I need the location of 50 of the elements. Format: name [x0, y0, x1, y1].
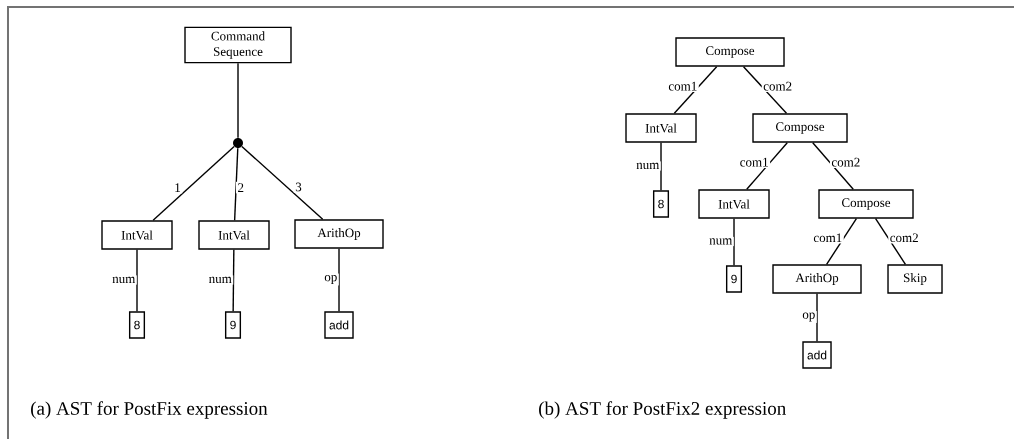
edge-label: com1	[811, 231, 844, 244]
ast-node-box: Skip	[887, 264, 943, 294]
subfigure-caption: (b) AST for PostFix2 expression	[539, 401, 786, 419]
tree-edge	[874, 218, 907, 265]
edge-label: op	[800, 311, 817, 323]
edge-label: num	[707, 236, 734, 247]
tree-edge	[660, 142, 662, 191]
subfigure-caption: (a) AST for PostFix expression	[31, 401, 268, 419]
value-box: 8	[128, 311, 146, 339]
ast-node-box: Compose	[818, 189, 914, 219]
edge-label: num	[207, 275, 234, 285]
tree-edge	[237, 62, 239, 139]
edge-label: num	[110, 275, 137, 285]
tree-edge	[742, 66, 788, 114]
tree-edge	[232, 249, 235, 312]
tree-edge	[673, 66, 718, 114]
edge-label: com1	[666, 80, 699, 93]
ast-node-box: Command Sequence	[184, 26, 292, 64]
edge-label: com1	[738, 156, 771, 169]
edge-label: com2	[829, 156, 862, 169]
ast-node-box: IntVal	[198, 220, 270, 250]
ast-node-box: ArithOp	[294, 219, 384, 249]
tree-edge	[812, 142, 854, 190]
tree-edge	[136, 249, 138, 312]
value-box: 9	[224, 311, 242, 339]
tree-edge	[733, 218, 735, 266]
ast-node-box: Compose	[752, 113, 848, 143]
ast-node-box: Compose	[675, 37, 785, 67]
edge-label: com2	[761, 80, 794, 93]
tree-edge	[825, 218, 858, 265]
edge-label: 2	[236, 181, 246, 194]
edge-label: com2	[888, 231, 921, 244]
tree-edge	[241, 145, 324, 220]
tree-edge	[152, 145, 235, 221]
tree-edge	[338, 248, 340, 312]
value-box: add	[802, 341, 832, 369]
ast-node-box: ArithOp	[772, 264, 862, 294]
tree-edge	[746, 142, 788, 190]
edge-label: num	[634, 161, 661, 171]
ast-node-box: IntVal	[625, 113, 697, 143]
tree-edge	[233, 147, 239, 221]
value-box: 8	[652, 190, 670, 218]
edge-label: 1	[172, 181, 183, 194]
value-box: 9	[725, 265, 743, 293]
edge-label: op	[322, 273, 339, 286]
edge-label: 3	[293, 181, 304, 193]
ast-node-box: IntVal	[698, 189, 770, 219]
ast-node-box: IntVal	[101, 220, 173, 250]
value-box: add	[324, 311, 354, 339]
tree-edge	[816, 293, 818, 342]
